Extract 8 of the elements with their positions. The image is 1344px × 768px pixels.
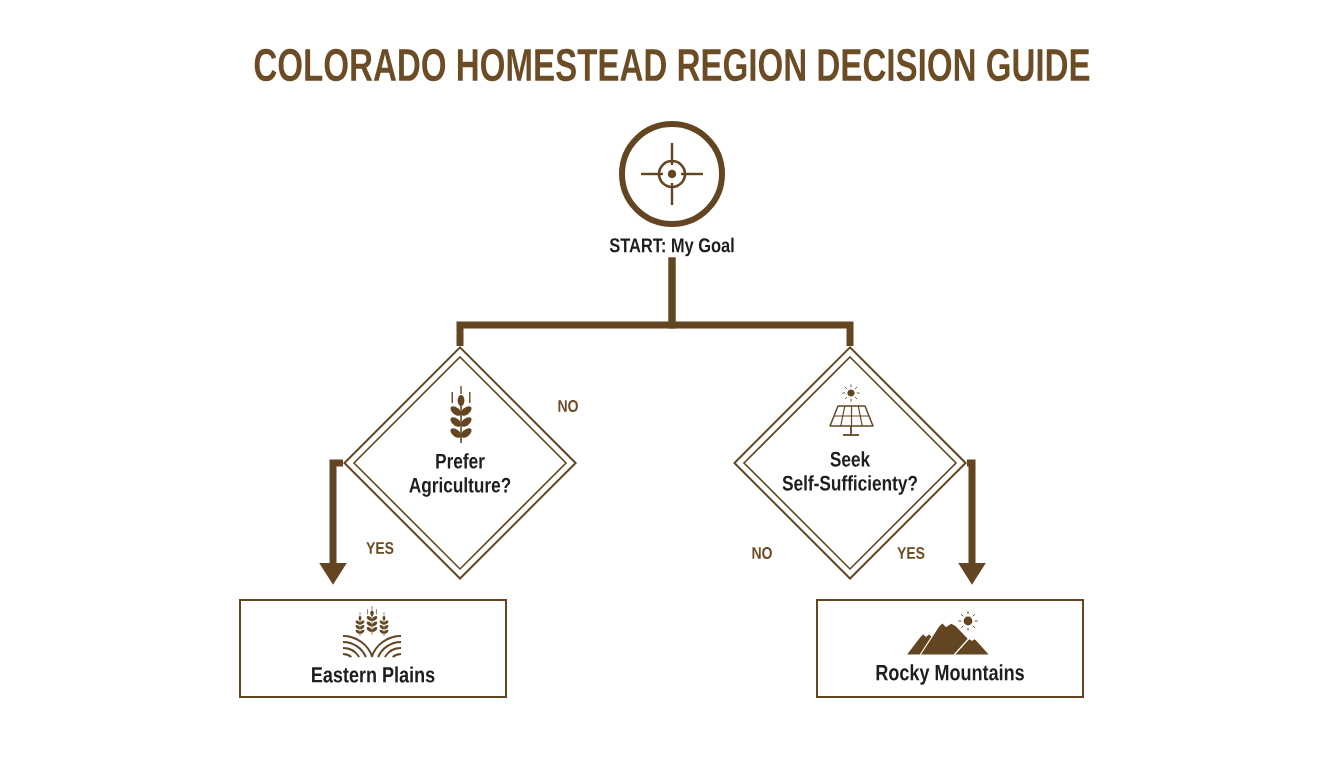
- start-label: START: My Goal: [609, 237, 734, 257]
- branch-label: NO: [752, 546, 772, 559]
- title: COLORADO HOMESTEAD REGION DECISION GUIDE: [254, 48, 1090, 82]
- branch-label: NO: [558, 400, 578, 412]
- region-box: Eastern Plains: [239, 599, 507, 698]
- edge-label: YES: [896, 546, 926, 560]
- region-box: Rocky Mountains: [816, 599, 1084, 698]
- edge-label: YES: [365, 541, 395, 555]
